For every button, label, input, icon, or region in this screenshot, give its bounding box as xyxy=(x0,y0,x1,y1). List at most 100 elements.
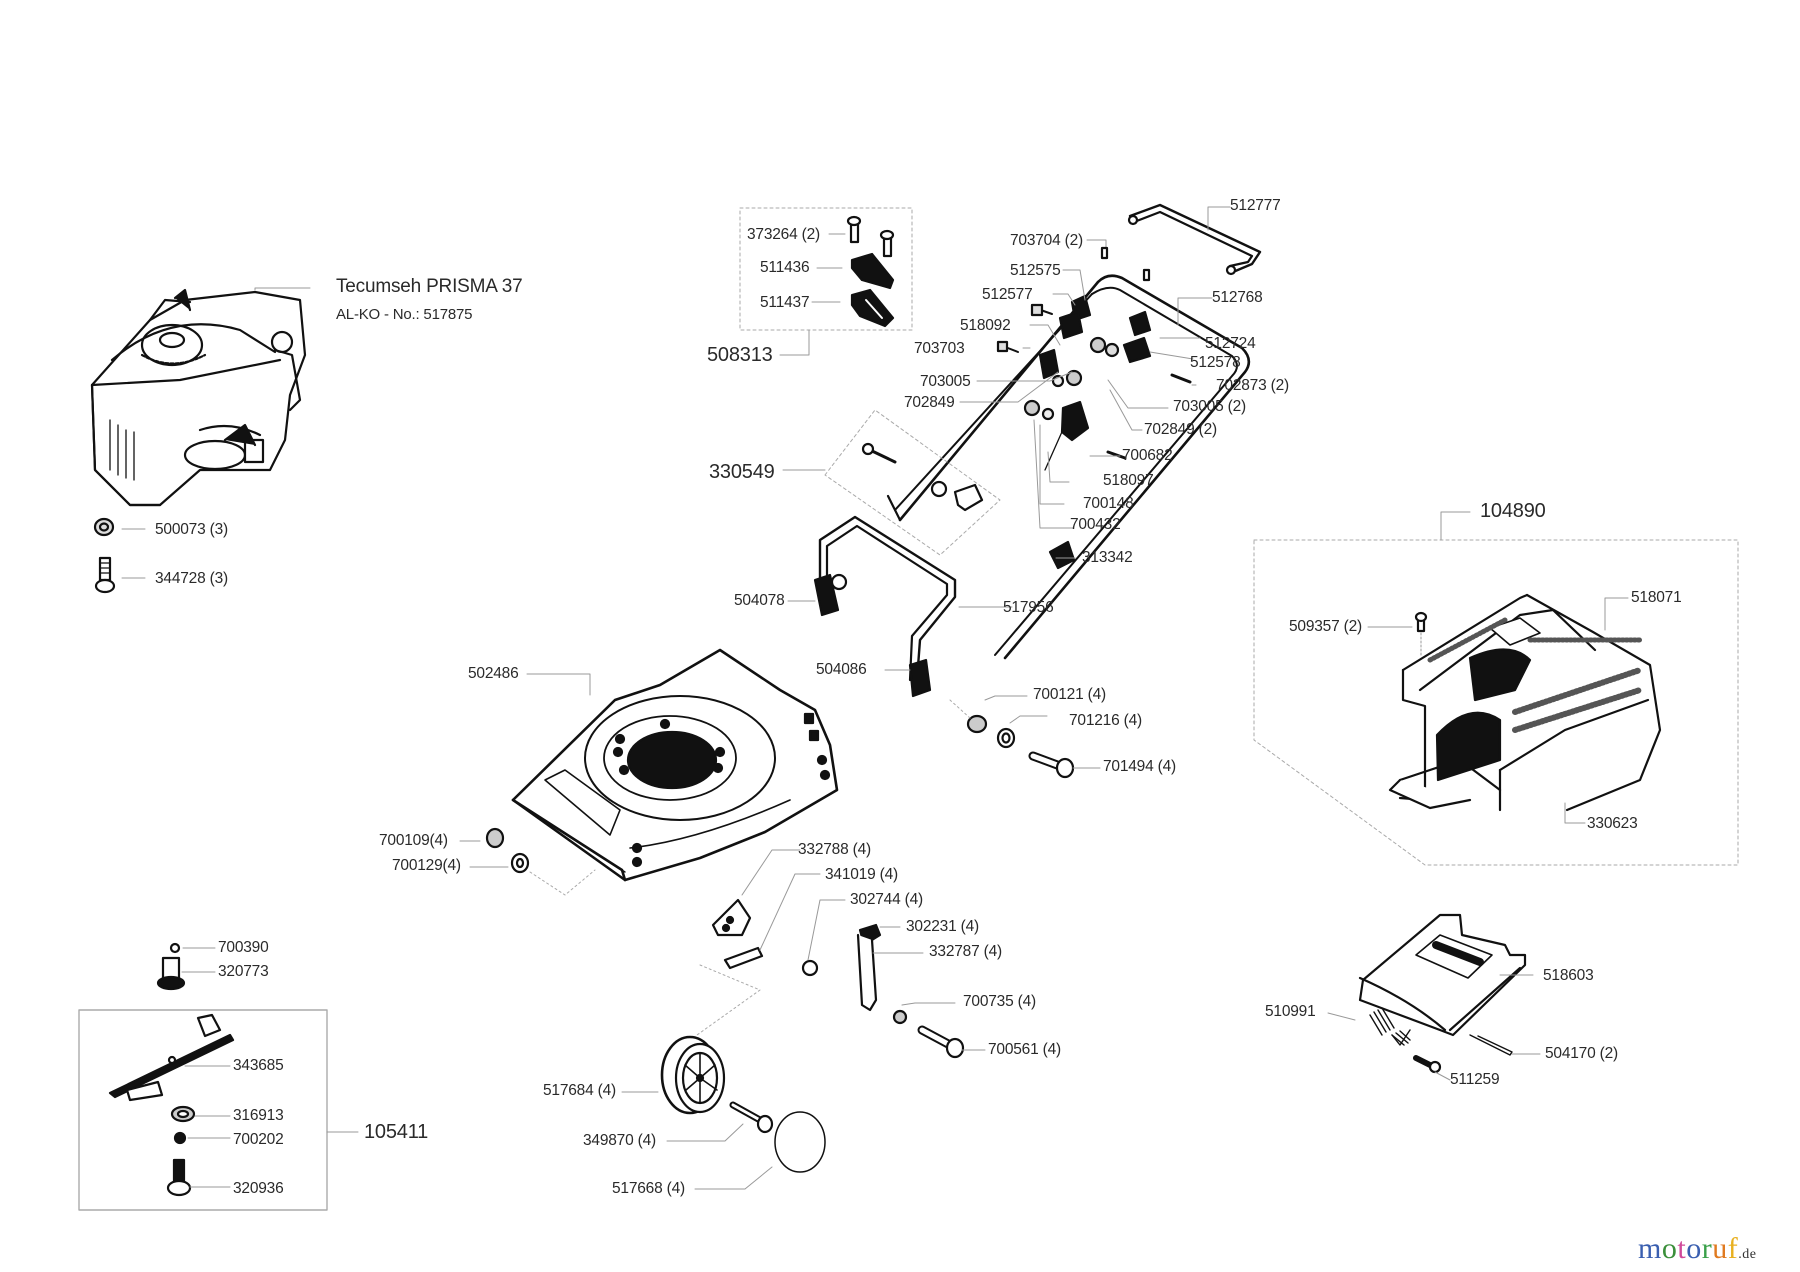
screw-373264b-icon xyxy=(879,229,895,258)
part-label-512777[interactable]: 512777 xyxy=(1230,197,1281,214)
handle-fittings-cluster xyxy=(996,294,1192,570)
part-label-504170[interactable]: 504170 (2) xyxy=(1545,1045,1618,1062)
logo-letter: t xyxy=(1677,1232,1687,1265)
part-label-512724[interactable]: 512724 xyxy=(1205,335,1256,352)
engine-alko-number: AL-KO - No.: 517875 xyxy=(336,306,473,323)
wheel-517684 xyxy=(660,1035,726,1115)
part-label-701216[interactable]: 701216 (4) xyxy=(1069,712,1142,729)
part-label-510991[interactable]: 510991 xyxy=(1265,1003,1316,1020)
part-label-320773[interactable]: 320773 xyxy=(218,963,269,980)
part-label-703704[interactable]: 703704 (2) xyxy=(1010,232,1083,249)
screw-373264-icon xyxy=(846,215,862,244)
part-label-330549[interactable]: 330549 xyxy=(709,461,775,483)
part-label-373264[interactable]: 373264 (2) xyxy=(747,226,820,243)
part-label-504086[interactable]: 504086 xyxy=(816,661,867,678)
part-label-104890[interactable]: 104890 xyxy=(1480,500,1546,522)
washer-701216-icon xyxy=(996,727,1016,749)
bush-302744-icon xyxy=(801,959,819,977)
part-label-703005-b[interactable]: 703005 (2) xyxy=(1173,398,1246,415)
part-label-700390[interactable]: 700390 xyxy=(218,939,269,956)
part-label-700735[interactable]: 700735 (4) xyxy=(963,993,1036,1010)
logo-letter: r xyxy=(1701,1232,1713,1265)
part-label-320936[interactable]: 320936 xyxy=(233,1180,284,1197)
axle-349870-icon xyxy=(729,1101,774,1134)
part-label-500073[interactable]: 500073 (3) xyxy=(155,521,228,538)
part-label-302744[interactable]: 302744 (4) xyxy=(850,891,923,908)
part-label-700121[interactable]: 700121 (4) xyxy=(1033,686,1106,703)
part-label-511259[interactable]: 511259 xyxy=(1450,1071,1500,1088)
nut-700109-icon xyxy=(485,827,505,849)
part-label-509357[interactable]: 509357 (2) xyxy=(1289,618,1362,635)
pin-504170-icon xyxy=(1469,1034,1513,1056)
part-label-518071[interactable]: 518071 xyxy=(1631,589,1682,606)
part-label-511436[interactable]: 511436 xyxy=(760,259,810,276)
bush-700735-icon xyxy=(892,1009,908,1025)
part-label-518097[interactable]: 518097 xyxy=(1103,472,1154,489)
watermark-logo: motoruf.de xyxy=(1638,1232,1756,1266)
part-label-701494[interactable]: 701494 (4) xyxy=(1103,758,1176,775)
lower-handle-517956 xyxy=(813,515,957,698)
grip-bar-512777 xyxy=(1127,203,1262,276)
part-label-316913[interactable]: 316913 xyxy=(233,1107,284,1124)
part-label-703005-a[interactable]: 703005 xyxy=(920,373,971,390)
part-label-702849-a[interactable]: 702849 xyxy=(904,394,955,411)
bolt-320936-icon xyxy=(166,1158,192,1197)
logo-letter: o xyxy=(1661,1232,1678,1265)
logo-suffix: .de xyxy=(1738,1247,1757,1262)
part-label-343685[interactable]: 343685 xyxy=(233,1057,284,1074)
part-label-332787[interactable]: 332787 (4) xyxy=(929,943,1002,960)
part-label-518092[interactable]: 518092 xyxy=(960,317,1011,334)
part-label-518603[interactable]: 518603 xyxy=(1543,967,1594,984)
part-label-700129[interactable]: 700129(4) xyxy=(392,857,461,874)
spring-510991-icon xyxy=(1369,1007,1411,1046)
lever-332787-icon xyxy=(856,933,878,1012)
part-label-512768[interactable]: 512768 xyxy=(1212,289,1263,306)
logo-letter: o xyxy=(1686,1232,1702,1265)
part-label-512577[interactable]: 512577 xyxy=(982,286,1033,303)
part-label-702849-b[interactable]: 702849 (2) xyxy=(1144,421,1217,438)
part-label-105411[interactable]: 105411 xyxy=(364,1121,429,1143)
part-label-502486[interactable]: 502486 xyxy=(468,665,519,682)
part-label-517684[interactable]: 517684 (4) xyxy=(543,1082,616,1099)
washer-700129-icon xyxy=(510,852,530,874)
part-label-700109[interactable]: 700109(4) xyxy=(379,832,448,849)
grass-catcher-518071 xyxy=(1388,593,1662,812)
mower-deck-502486 xyxy=(511,648,839,882)
part-label-313342[interactable]: 313342 xyxy=(1082,549,1133,566)
logo-letter: m xyxy=(1638,1232,1662,1265)
engine-leader-line xyxy=(254,287,311,291)
part-label-517956[interactable]: 517956 xyxy=(1003,599,1054,616)
part-label-517668[interactable]: 517668 (4) xyxy=(612,1180,685,1197)
handle-leaders xyxy=(959,269,1201,559)
part-label-703703[interactable]: 703703 xyxy=(914,340,965,357)
part-label-512575[interactable]: 512575 xyxy=(1010,262,1061,279)
clip-511436-icon xyxy=(850,252,895,290)
engine-title: Tecumseh PRISMA 37 xyxy=(336,276,523,297)
bolt-700561-icon xyxy=(917,1025,965,1059)
part-label-700202[interactable]: 700202 xyxy=(233,1131,284,1148)
part-label-700432[interactable]: 700432 xyxy=(1070,516,1121,533)
logo-letter: f xyxy=(1727,1232,1739,1265)
part-label-330623[interactable]: 330623 xyxy=(1587,815,1638,832)
part-label-700561[interactable]: 700561 (4) xyxy=(988,1041,1061,1058)
part-label-349870[interactable]: 349870 (4) xyxy=(583,1132,656,1149)
rear-flap-518603 xyxy=(1358,913,1527,1037)
part-label-504078[interactable]: 504078 xyxy=(734,592,785,609)
part-label-700148[interactable]: 700148 xyxy=(1083,495,1134,512)
part-label-341019[interactable]: 341019 (4) xyxy=(825,866,898,883)
part-label-512578[interactable]: 512578 xyxy=(1190,354,1241,371)
part-label-511437[interactable]: 511437 xyxy=(760,294,810,311)
part-label-700682[interactable]: 700682 xyxy=(1122,447,1173,464)
part-label-302231[interactable]: 302231 (4) xyxy=(906,918,979,935)
blade-kit-105411-box xyxy=(78,1009,328,1211)
part-label-344728[interactable]: 344728 (3) xyxy=(155,570,228,587)
part-label-508313[interactable]: 508313 xyxy=(707,344,773,366)
engine-illustration xyxy=(90,288,307,507)
part-label-702873[interactable]: 702873 (2) xyxy=(1216,377,1289,394)
nut-700121-icon xyxy=(966,714,988,734)
bolt-344728-icon xyxy=(94,556,116,594)
kit-330549-box xyxy=(824,409,1001,556)
logo-letter: u xyxy=(1712,1232,1728,1265)
part-label-332788[interactable]: 332788 (4) xyxy=(798,841,871,858)
